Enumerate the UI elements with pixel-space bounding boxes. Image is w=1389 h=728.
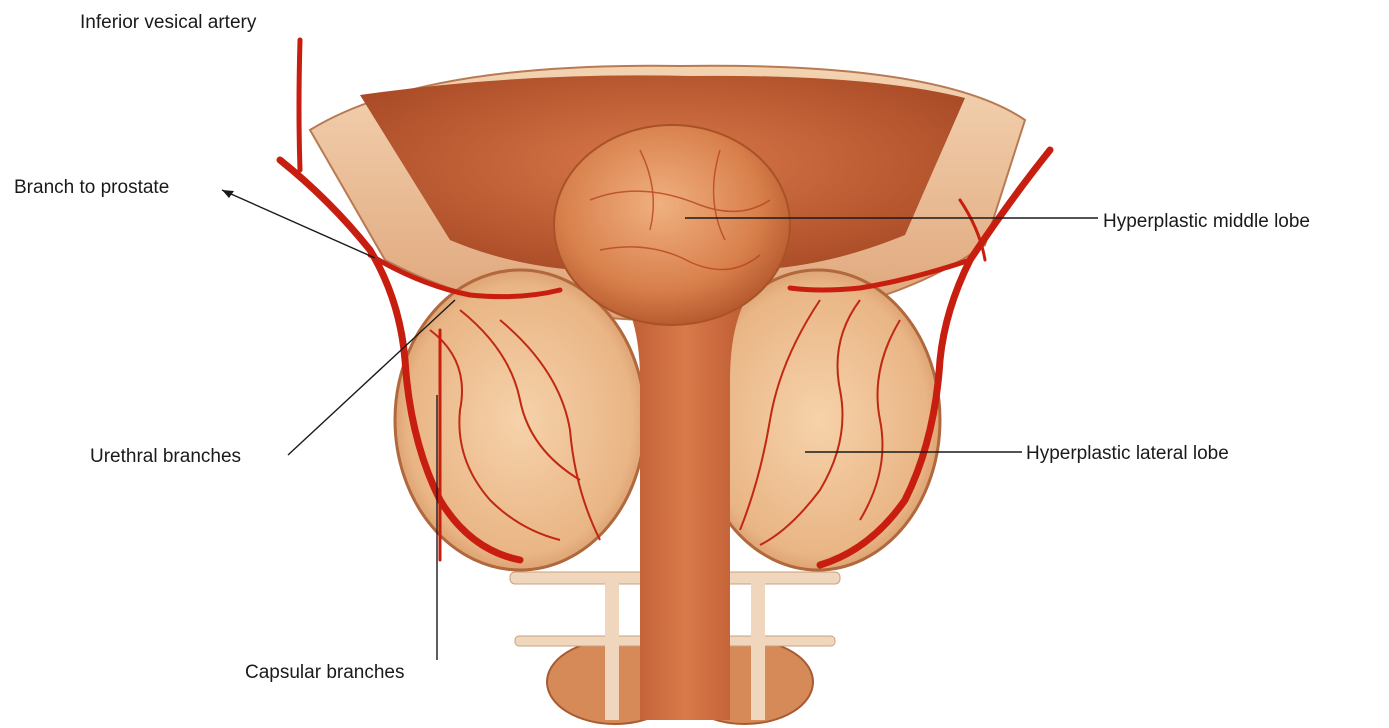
label-inferior-vesical-artery: Inferior vesical artery — [80, 12, 257, 33]
label-capsular-branches: Capsular branches — [245, 662, 404, 683]
label-hyperplastic-middle-lobe: Hyperplastic middle lobe — [1103, 211, 1310, 232]
middle-lobe — [554, 125, 790, 325]
anatomy-illustration — [280, 40, 1050, 724]
lateral-lobe-left — [395, 270, 645, 570]
label-branch-to-prostate: Branch to prostate — [14, 177, 169, 198]
label-urethral-branches: Urethral branches — [90, 446, 241, 467]
label-hyperplastic-lateral-lobe: Hyperplastic lateral lobe — [1026, 443, 1229, 464]
